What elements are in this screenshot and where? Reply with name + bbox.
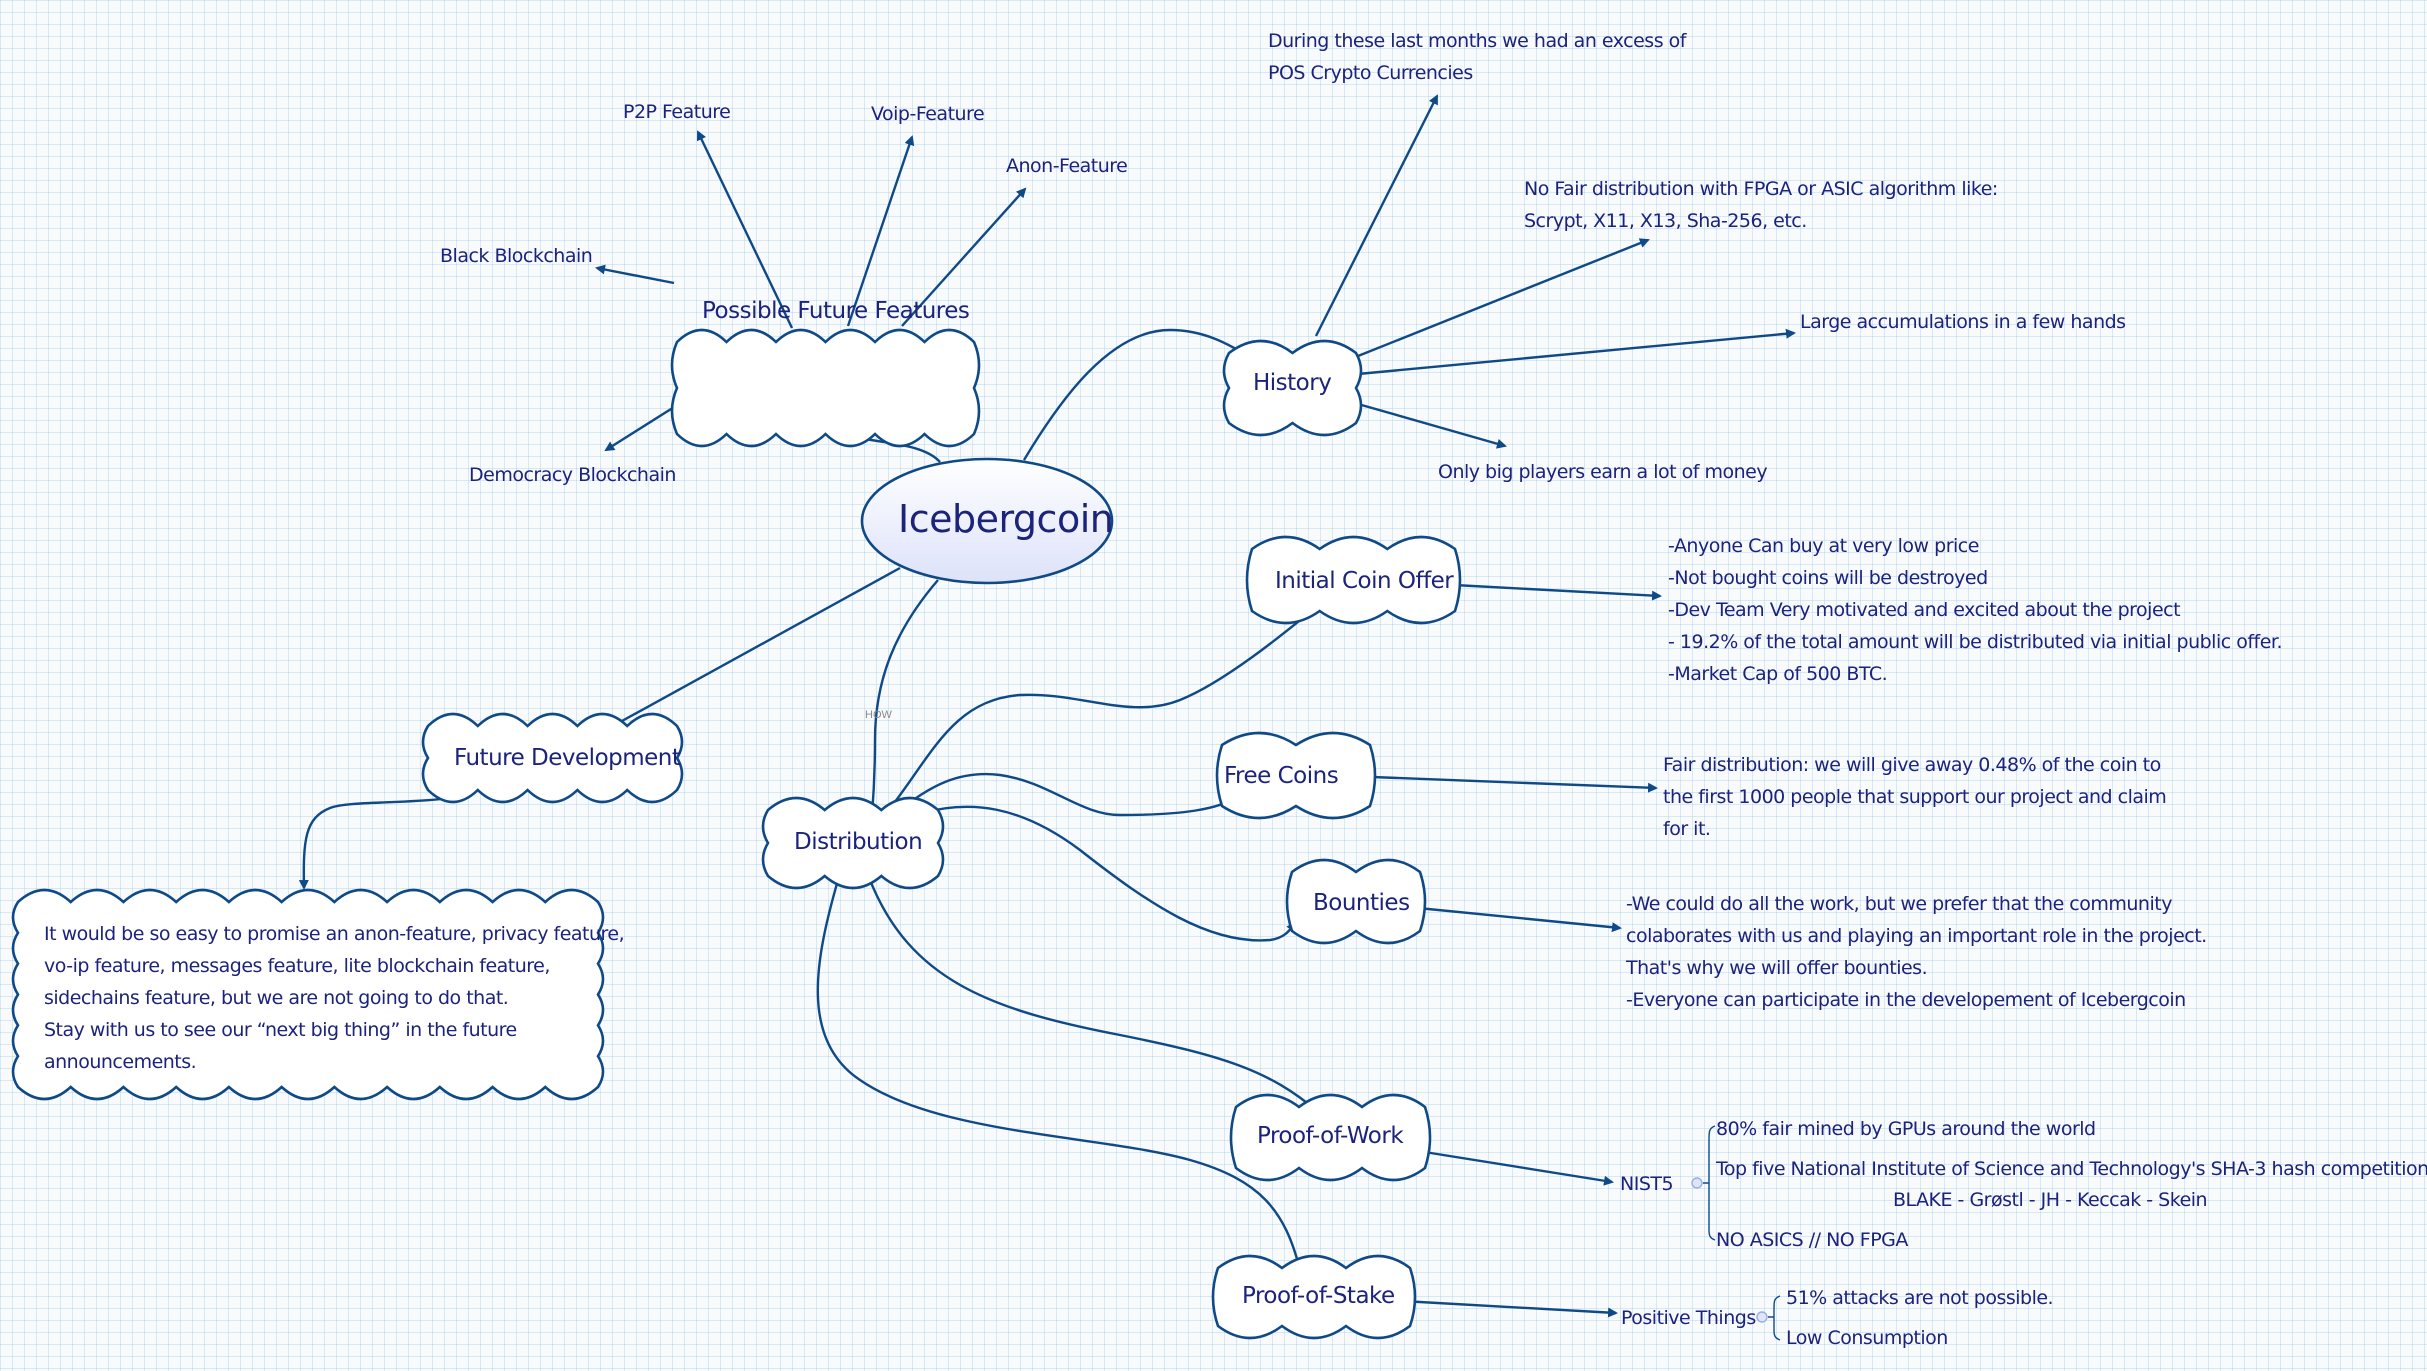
- edge-futuredev-note: [298, 793, 469, 890]
- nist5-item-no-asics[interactable]: NO ASICS // NO FPGA: [1716, 1229, 1908, 1251]
- leaf-history-fpga-line2: Scrypt, X11, X13, Sha-256, etc.: [1524, 210, 1807, 232]
- edge-bounties-details: [1417, 906, 1622, 933]
- bounties-line-3: That's why we will offer bounties.: [1626, 957, 1928, 979]
- node-free-coins[interactable]: Free Coins: [1224, 763, 1339, 789]
- cloud-proof-of-work[interactable]: [1229, 1093, 1432, 1182]
- node-initial-coin-offer[interactable]: Initial Coin Offer: [1275, 568, 1454, 594]
- leaf-history-pos-line2: POS Crypto Currencies: [1268, 62, 1473, 84]
- cloud-initial-coin-offer[interactable]: [1245, 535, 1462, 625]
- node-positive-things[interactable]: Positive Things: [1621, 1307, 1756, 1329]
- leaf-history-big-players[interactable]: Only big players earn a lot of money: [1438, 461, 1768, 483]
- edge-history-pos: [1314, 94, 1439, 337]
- nist5-bracket: [1703, 1125, 1716, 1241]
- node-possible-future-features[interactable]: Possible Future Features: [702, 298, 970, 324]
- edge-dist-pow: [868, 879, 1320, 1114]
- note-line-4: Stay with us to see our “next big thing”…: [44, 1019, 517, 1041]
- free-coins-line-2: the first 1000 people that support our p…: [1663, 786, 2167, 808]
- positive-item-51[interactable]: 51% attacks are not possible.: [1786, 1287, 2054, 1309]
- ico-details[interactable]: -Anyone Can buy at very low price -Not b…: [1668, 530, 2283, 690]
- edge-pow-nist5: [1411, 1148, 1614, 1186]
- bounties-line-4: -Everyone can participate in the develop…: [1626, 989, 2186, 1011]
- note-line-1: It would be so easy to promise an anon-f…: [44, 923, 625, 945]
- leaf-democracy-blockchain[interactable]: Democracy Blockchain: [469, 464, 676, 486]
- nist5-item-sha3[interactable]: Top five National Institute of Science a…: [1716, 1158, 2427, 1180]
- edge-root-to-distribution: [867, 579, 939, 817]
- root-node-shape[interactable]: [860, 457, 1114, 585]
- cloud-history[interactable]: [1222, 339, 1363, 437]
- future-development-note[interactable]: It would be so easy to promise an anon-f…: [44, 918, 625, 1078]
- ico-detail-4: - 19.2% of the total amount will be dist…: [1668, 631, 2283, 653]
- cloud-nodes: [11, 328, 1462, 1340]
- positive-item-low-consumption[interactable]: Low Consumption: [1786, 1327, 1948, 1349]
- bounties-line-2: colaborates with us and playing an impor…: [1626, 925, 2207, 947]
- leaf-history-accumulations[interactable]: Large accumulations in a few hands: [1800, 311, 2126, 333]
- nist5-item-gpus[interactable]: 80% fair mined by GPUs around the world: [1716, 1118, 2096, 1140]
- ico-detail-5: -Market Cap of 500 BTC.: [1668, 663, 1888, 685]
- edge-history-fpga: [1357, 238, 1650, 358]
- node-distribution[interactable]: Distribution: [794, 829, 923, 855]
- edge-history-accum: [1357, 328, 1796, 376]
- cloud-free-coins[interactable]: [1215, 731, 1377, 820]
- edge-dist-pos: [816, 879, 1303, 1272]
- edge-pff-black: [595, 264, 675, 285]
- cloud-distribution[interactable]: [761, 796, 945, 890]
- nist5-collapse-icon[interactable]: [1691, 1177, 1703, 1189]
- node-proof-of-work[interactable]: Proof-of-Work: [1257, 1123, 1404, 1149]
- edge-dist-bounties: [921, 805, 1297, 942]
- note-line-3: sidechains feature, but we are not going…: [44, 987, 509, 1009]
- leaf-p2p-feature[interactable]: P2P Feature: [623, 101, 731, 123]
- leaf-history-fpga[interactable]: No Fair distribution with FPGA or ASIC a…: [1524, 173, 1998, 237]
- edge-freecoins-details: [1371, 775, 1658, 793]
- note-line-5: announcements.: [44, 1051, 197, 1073]
- bounties-line-1: -We could do all the work, but we prefer…: [1626, 893, 2172, 915]
- edge-dist-freecoins: [894, 772, 1242, 817]
- positive-bracket: [1768, 1295, 1781, 1341]
- edges: [298, 94, 1796, 1341]
- leaf-history-pos[interactable]: During these last months we had an exces…: [1268, 25, 1686, 89]
- node-nist5[interactable]: NIST5: [1620, 1173, 1674, 1195]
- ico-detail-1: -Anyone Can buy at very low price: [1668, 535, 1979, 557]
- cloud-proof-of-stake[interactable]: [1211, 1254, 1417, 1340]
- free-coins-line-1: Fair distribution: we will give away 0.4…: [1663, 754, 2161, 776]
- cloud-future-development[interactable]: [421, 712, 684, 804]
- edge-pos-positive: [1401, 1299, 1618, 1318]
- leaf-history-fpga-line1: No Fair distribution with FPGA or ASIC a…: [1524, 178, 1998, 200]
- root-node-label[interactable]: Icebergcoin: [898, 497, 1114, 541]
- node-bounties[interactable]: Bounties: [1313, 890, 1410, 916]
- cloud-possible-future-features[interactable]: [670, 328, 981, 448]
- edge-label-how: HOW: [865, 709, 892, 721]
- edge-root-to-future-development: [600, 566, 901, 734]
- leaf-anon-feature[interactable]: Anon-Feature: [1006, 155, 1128, 177]
- node-proof-of-stake[interactable]: Proof-of-Stake: [1242, 1283, 1395, 1309]
- note-line-2: vo-ip feature, messages feature, lite bl…: [44, 955, 550, 977]
- nist5-item-algorithms[interactable]: BLAKE - Grøstl - JH - Keccak - Skein: [1893, 1189, 2208, 1211]
- node-future-development[interactable]: Future Development: [454, 745, 681, 771]
- cloud-bounties[interactable]: [1285, 858, 1427, 945]
- free-coins-details[interactable]: Fair distribution: we will give away 0.4…: [1663, 749, 2167, 845]
- edge-pff-p2p: [696, 130, 794, 329]
- leaf-history-pos-line1: During these last months we had an exces…: [1268, 30, 1686, 52]
- edge-pff-anon: [901, 187, 1027, 327]
- edge-pff-voip: [846, 135, 915, 327]
- free-coins-line-3: for it.: [1663, 818, 1711, 840]
- ico-detail-2: -Not bought coins will be destroyed: [1668, 567, 1988, 589]
- ico-detail-3: -Dev Team Very motivated and excited abo…: [1668, 599, 2181, 621]
- bounties-details[interactable]: -We could do all the work, but we prefer…: [1626, 888, 2207, 1016]
- node-history[interactable]: History: [1253, 370, 1332, 396]
- edge-root-to-history: [1022, 328, 1254, 461]
- leaf-voip-feature[interactable]: Voip-Feature: [871, 103, 985, 125]
- leaf-black-blockchain[interactable]: Black Blockchain: [440, 245, 593, 267]
- edge-ico-details: [1453, 583, 1662, 601]
- positive-things-collapse-icon[interactable]: [1756, 1311, 1768, 1323]
- cloud-future-development-note[interactable]: [11, 888, 605, 1101]
- edge-history-big: [1357, 402, 1507, 449]
- edge-dist-ico: [883, 598, 1327, 817]
